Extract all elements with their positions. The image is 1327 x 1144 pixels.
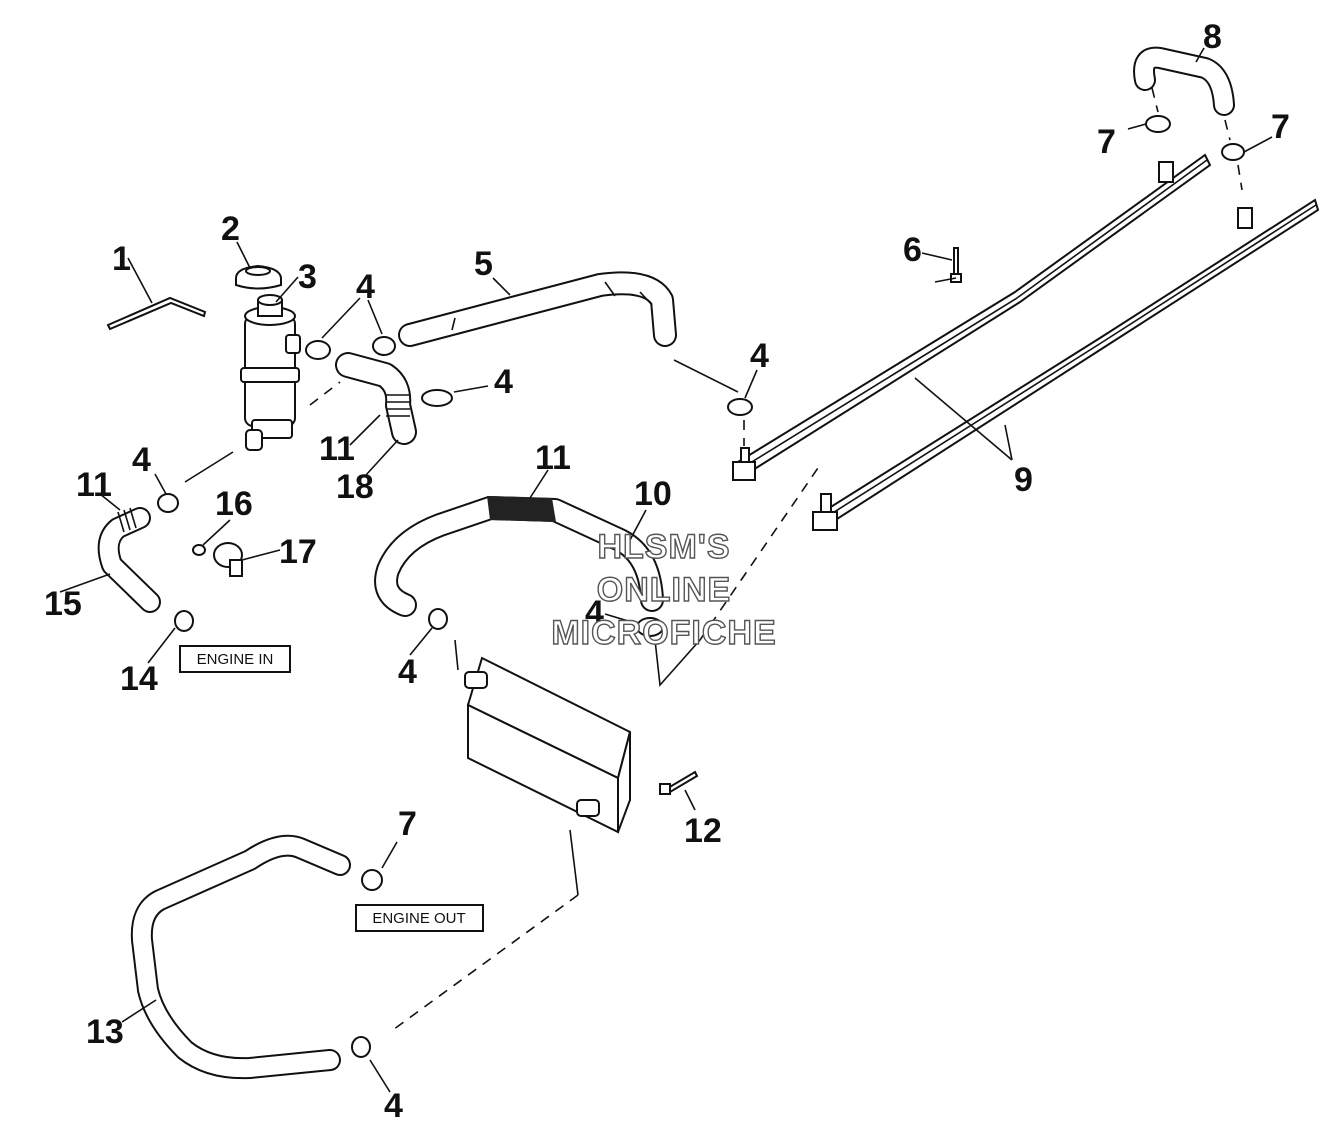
part-8-u-hose [1133, 46, 1235, 116]
part-18-elbow-hose [335, 352, 417, 445]
callout-5: 5 [474, 245, 493, 283]
callout-9: 9 [1014, 461, 1033, 499]
callout-11c: 11 [76, 466, 112, 504]
part-5-hose [398, 271, 677, 347]
callout-7c: 7 [398, 805, 417, 843]
callout-17: 17 [279, 533, 317, 571]
callout-8: 8 [1203, 18, 1222, 56]
heat-exchanger [464, 656, 632, 834]
clamp-4-c [421, 389, 453, 407]
callout-4b: 4 [494, 363, 513, 401]
clamp-4-g [636, 617, 664, 637]
callout-4e: 4 [585, 594, 604, 632]
callout-6: 6 [903, 231, 922, 269]
part-12-bolt [659, 770, 699, 795]
clamp-4-a [305, 340, 331, 360]
engine-out-text: ENGINE OUT [372, 910, 465, 927]
part-10-hose [374, 496, 664, 617]
callout-11b: 11 [535, 439, 571, 477]
callout-7b: 7 [1271, 108, 1290, 146]
callout-11a: 11 [319, 430, 355, 468]
callout-4d: 4 [132, 441, 151, 479]
part-13-hose [130, 834, 351, 1080]
part-16-washer [192, 544, 206, 556]
callout-10: 10 [634, 475, 672, 513]
clamp-7-a [1145, 115, 1171, 133]
leader-lines [59, 47, 1273, 1093]
callout-1: 1 [112, 240, 131, 278]
clamp-4-b [372, 336, 396, 356]
callout-4c: 4 [750, 337, 769, 375]
part-6-bolt [950, 247, 962, 283]
callout-4a: 4 [356, 268, 375, 306]
clamp-4-e [157, 493, 179, 513]
engine-in-label: ENGINE IN [179, 645, 291, 673]
engine-in-text: ENGINE IN [197, 651, 274, 668]
clamp-7-c [361, 869, 383, 891]
callout-3: 3 [298, 258, 317, 296]
clamp-7-b [1221, 143, 1245, 161]
engine-out-label: ENGINE OUT [355, 904, 484, 932]
part-9-keel-cooler-rails [732, 153, 1320, 531]
watermark-line-3: MICROFICHE [551, 614, 776, 652]
part-15-hose [97, 507, 161, 613]
callout-13: 13 [86, 1013, 124, 1051]
callout-16: 16 [215, 485, 253, 523]
callout-18: 18 [336, 468, 374, 506]
callout-15: 15 [44, 585, 82, 623]
watermark-line-1: HLSM'S [597, 528, 730, 566]
callout-4g: 4 [384, 1087, 403, 1125]
part-3-reservoir-tank [240, 294, 301, 451]
part-14-clamp [174, 610, 194, 632]
clamp-4-h [351, 1036, 371, 1058]
callout-numbers: 1 2 3 4 4 4 4 4 4 4 5 6 7 7 7 8 9 10 11 … [44, 18, 1290, 1125]
watermark: HLSM'S ONLINE MICROFICHE [551, 527, 777, 652]
callout-2: 2 [221, 210, 240, 248]
callout-7a: 7 [1097, 123, 1116, 161]
callout-12: 12 [684, 812, 722, 850]
clamp-4-d [727, 398, 753, 416]
part-1-tool [106, 296, 207, 331]
part-2-cap [235, 264, 282, 290]
part-17-bracket [213, 542, 243, 577]
watermark-line-2: ONLINE [597, 571, 731, 609]
callout-14: 14 [120, 660, 158, 698]
clamp-4-f [428, 608, 448, 630]
callout-4f: 4 [398, 653, 417, 691]
